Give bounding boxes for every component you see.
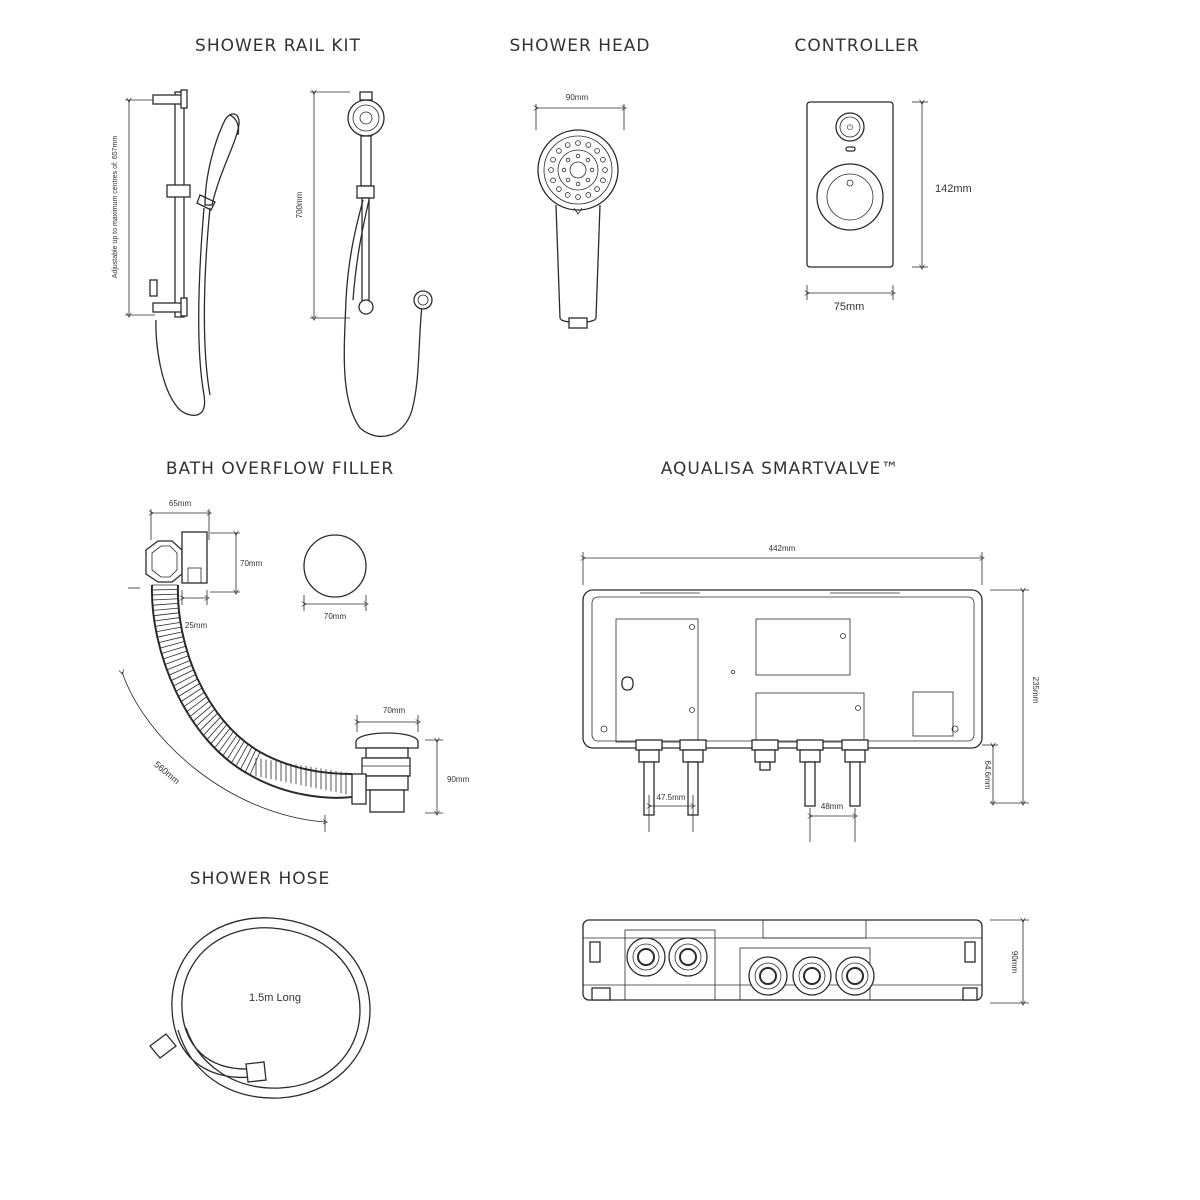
overflow-cap: [303, 534, 367, 598]
outlet-spacing-label: 48mm: [821, 802, 844, 811]
filler-height-label: 70mm: [240, 559, 263, 568]
svg-text:⏻: ⏻: [847, 123, 854, 132]
corrugated-hose-ribs: [151, 584, 347, 795]
shower-rail-kit-title: SHOWER RAIL KIT: [195, 36, 361, 56]
shower-head-title: SHOWER HEAD: [510, 36, 651, 56]
shower-rail-front-view: Adjustable up to maximum centres of: 657…: [112, 89, 240, 417]
shower-hose-drawing: [149, 917, 371, 1099]
shower-head-drawing: [537, 129, 619, 329]
rail-height-label: 700mm: [295, 191, 304, 218]
valve-height-label: 235mm: [1031, 677, 1040, 704]
cap-width-label: 70mm: [324, 612, 347, 621]
waste-width-label: 70mm: [383, 706, 406, 715]
inlet-spacing-label: 47.5mm: [657, 793, 686, 802]
outlet-depth-label: 64.6mm: [983, 761, 992, 790]
valve-underside-ports: [626, 937, 875, 996]
shower-head-section: SHOWER HEAD 90mm: [510, 36, 651, 329]
filler-width-label: 65mm: [169, 499, 192, 508]
waste-height-label: 90mm: [447, 775, 470, 784]
rail-adjustable-label: Adjustable up to maximum centres of: 657…: [112, 136, 119, 279]
smartvalve-underside-view: [582, 919, 983, 1001]
shower-head-nozzles: [548, 140, 608, 200]
shower-rail-side-view: 700mm: [295, 92, 433, 438]
smartvalve-section: AQUALISA SMARTVALVE™ 442mm: [583, 459, 1040, 1003]
shower-rail-kit-section: SHOWER RAIL KIT Adjustable up to maximum…: [112, 36, 433, 438]
controller-section: CONTROLLER ⏻ 142mm 75mm: [794, 36, 971, 313]
shower-hose-section: SHOWER HOSE 1.5m Long: [149, 869, 371, 1099]
controller-title: CONTROLLER: [794, 36, 919, 56]
hose-length-label: 560mm: [152, 759, 181, 786]
valve-depth-label: 90mm: [1010, 951, 1019, 974]
valve-fittings: [635, 739, 869, 816]
filler-offset-label: 25mm: [185, 621, 208, 630]
bath-overflow-filler-title: BATH OVERFLOW FILLER: [166, 459, 394, 479]
bath-waste-drawing: [351, 732, 419, 813]
controller-drawing: ⏻: [806, 101, 894, 268]
hose-length-text: 1.5m Long: [249, 992, 301, 1004]
controller-height-label: 142mm: [935, 183, 972, 195]
smartvalve-title: AQUALISA SMARTVALVE™: [661, 459, 900, 479]
smartvalve-front-view: [582, 589, 983, 816]
bath-overflow-filler-section: BATH OVERFLOW FILLER 65mm 70mm 25mm: [122, 459, 470, 832]
valve-width-label: 442mm: [769, 544, 796, 553]
shower-hose-title: SHOWER HOSE: [190, 869, 330, 889]
controller-width-label: 75mm: [834, 301, 865, 313]
shower-head-width-label: 90mm: [566, 93, 589, 102]
